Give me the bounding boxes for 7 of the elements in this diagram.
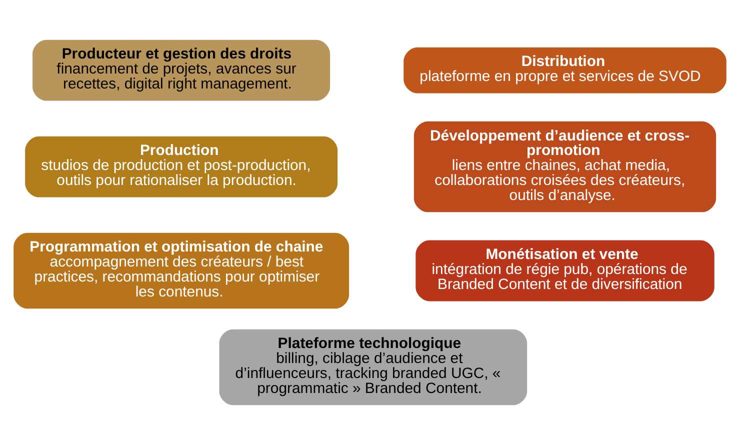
node-box: Production studios de production et post-production, outils pour rationaliser la production. — [24, 136, 338, 198]
node-box: Distribution plateforme en propre et services de SVOD — [403, 47, 726, 94]
node-box: Monétisation et vente intégration de régie pub, opérations de Branded Content et de diversification — [415, 240, 714, 302]
node-box: Plateforme technologique billing, ciblage d’audience et d’influenceurs, tracking branded UGC, « programmatic » Branded Content. — [218, 329, 527, 406]
node-box: Programmation et optimisation de chaine accompagnement des créateurs / best practices, recommandations pour optimiser les contenus. — [13, 232, 349, 309]
node-box: Développement d’audience et cross-promotion liens entre chaines, achat media, collaborations croisées des créateurs, outils d’analyse. — [413, 121, 716, 212]
node-box: Producteur et gestion des droits financement de projets, avances sur recettes, digital right management. — [32, 40, 330, 101]
